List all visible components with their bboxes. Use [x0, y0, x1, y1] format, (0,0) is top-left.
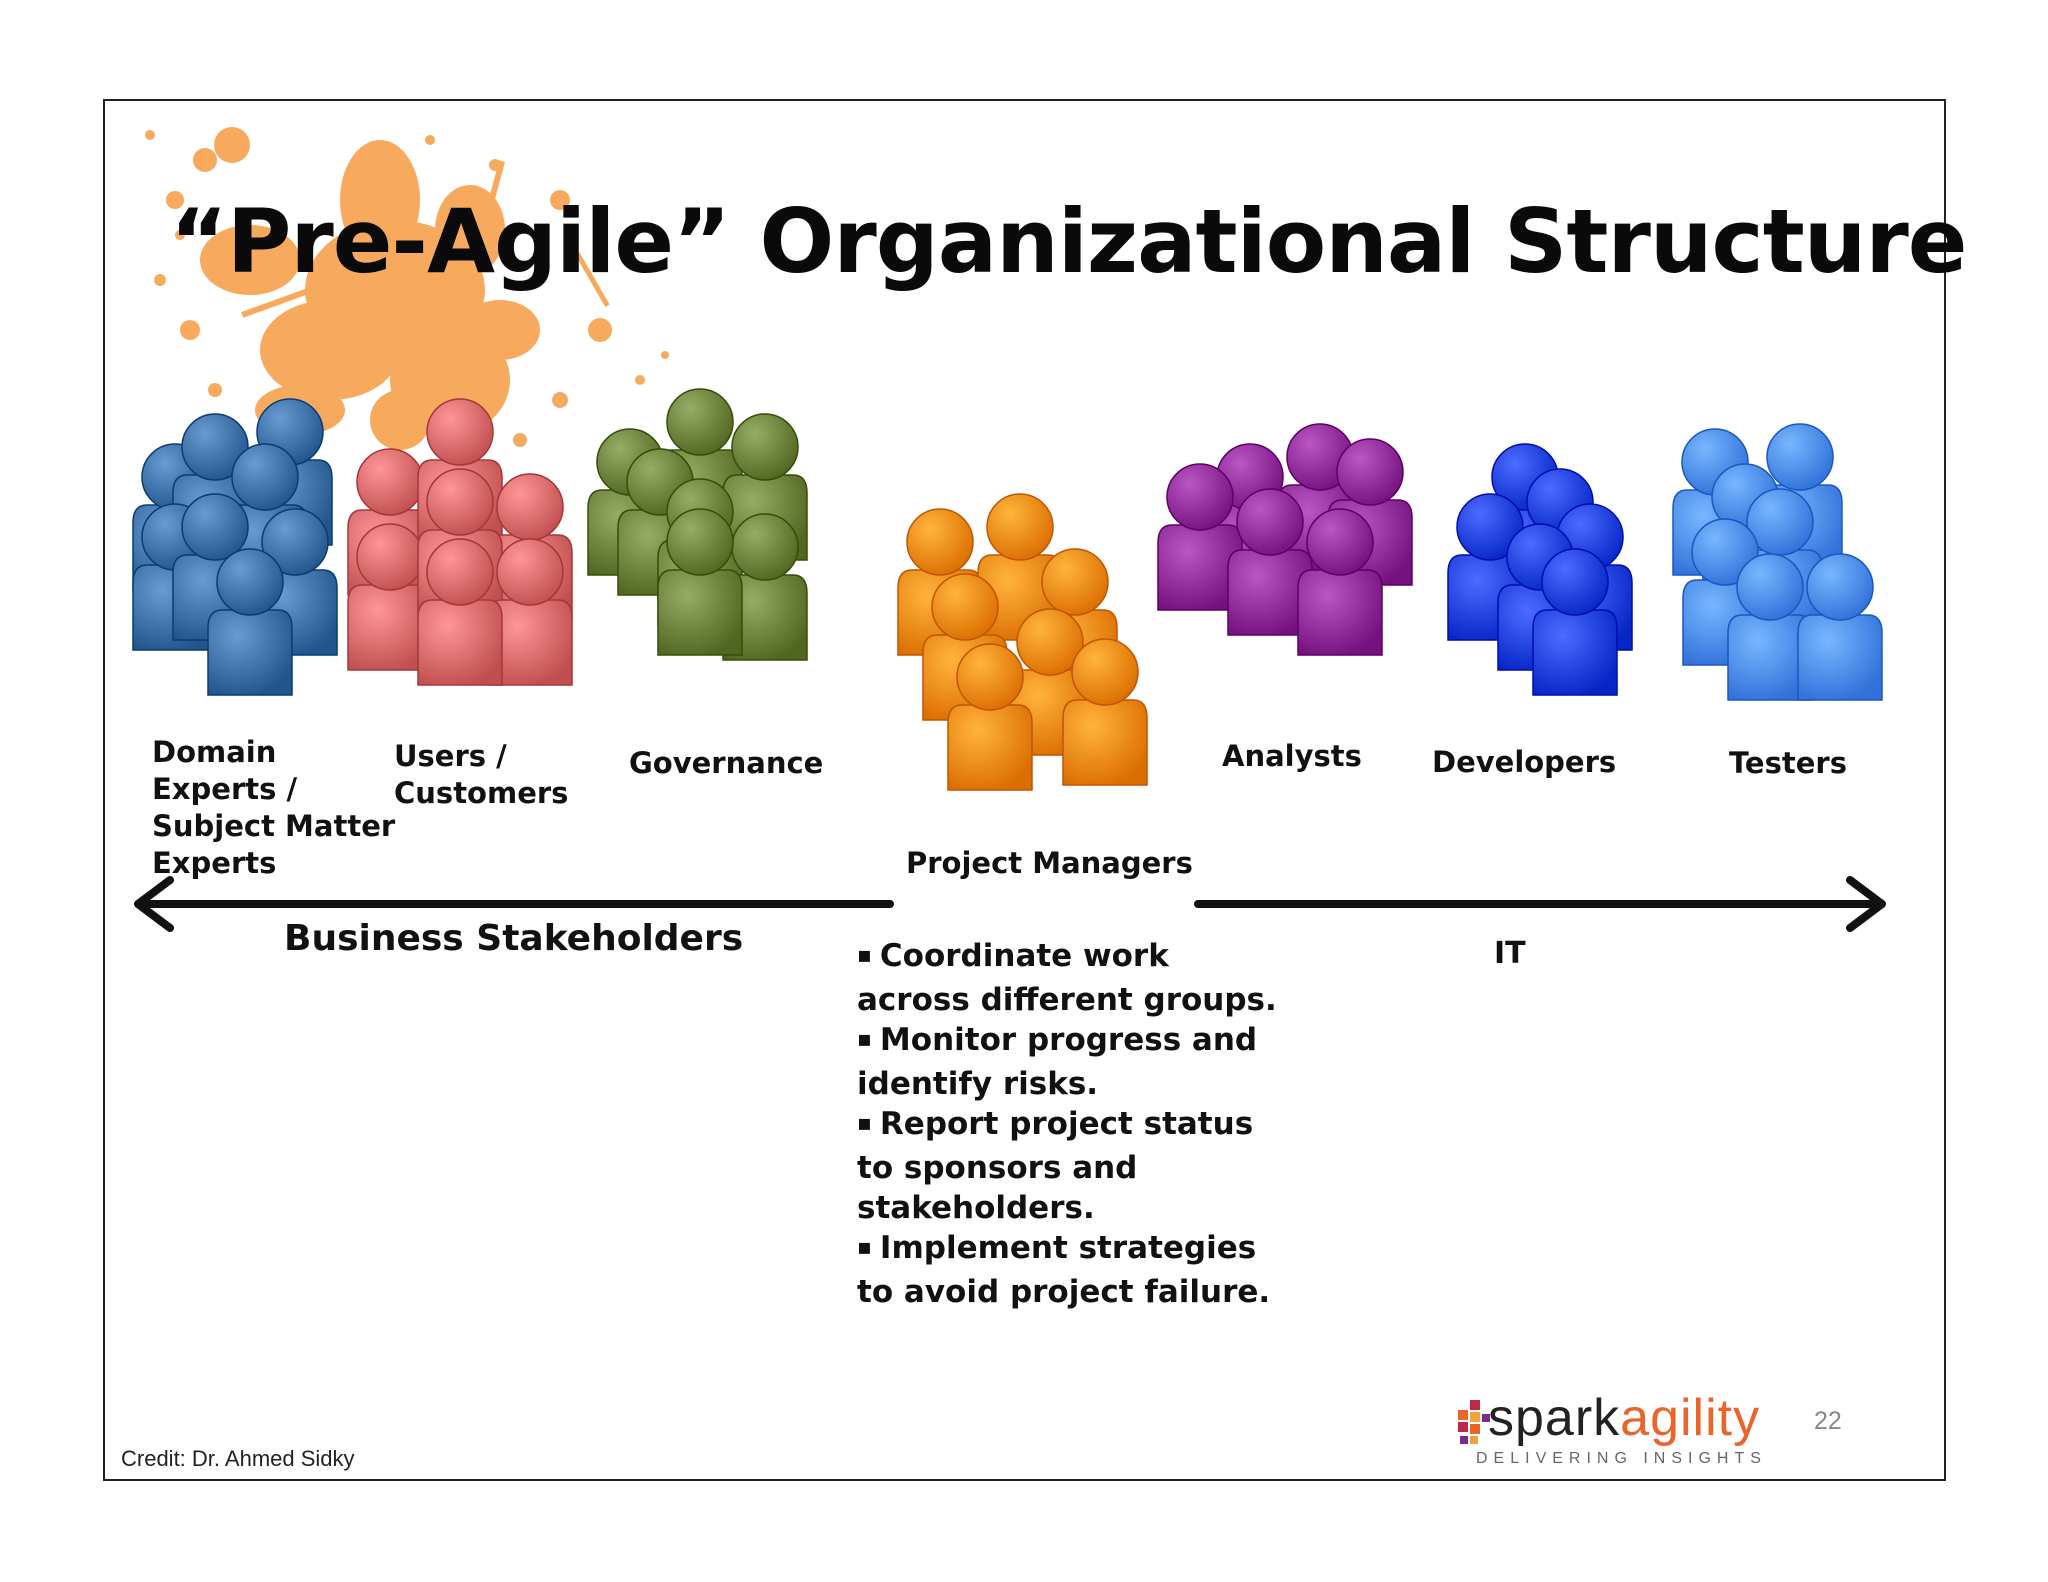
logo-spark: spark [1488, 1389, 1621, 1447]
people-cluster-testers [1672, 423, 1883, 701]
people-cluster-project-managers [897, 493, 1148, 791]
person-figure [487, 538, 573, 686]
person-figure [207, 548, 293, 696]
pm-duty-item: Report project status to sponsors and st… [857, 1104, 1277, 1228]
people-cluster-developers [1447, 443, 1633, 696]
pm-duty-item: Implement strategies to avoid project fa… [857, 1228, 1277, 1312]
label-developers: Developers [1432, 745, 1617, 779]
person-figure [947, 643, 1033, 791]
people-cluster-domain-experts [132, 398, 338, 696]
logo-tagline: DELIVERING INSIGHTS [1476, 1450, 1767, 1467]
person-figure [657, 508, 743, 656]
business-stakeholders-label: Business Stakeholders [284, 918, 744, 959]
person-figure [1797, 553, 1883, 701]
label-users-customers: Users / Customers [394, 739, 569, 810]
credit-text: Credit: Dr. Ahmed Sidky [121, 1446, 355, 1471]
person-figure [417, 538, 503, 686]
right-arrow-head [1846, 876, 1886, 932]
people-cluster-governance [587, 388, 808, 661]
label-project-managers: Project Managers [906, 846, 1193, 880]
it-label: IT [1494, 936, 1526, 971]
person-figure [722, 513, 808, 661]
label-testers: Testers [1729, 746, 1847, 780]
pm-duties-list: Coordinate work across different groups.… [857, 936, 1277, 1312]
label-domain-experts: Domain Experts / Subject Matter Experts [152, 735, 396, 880]
person-figure [1157, 463, 1243, 611]
person-figure [1532, 548, 1618, 696]
page-number: 22 [1814, 1407, 1842, 1435]
label-governance: Governance [629, 746, 824, 780]
person-figure [1062, 638, 1148, 786]
people-cluster-users-customers [347, 398, 573, 686]
label-analysts: Analysts [1222, 739, 1362, 773]
page-title: “Pre-Agile” Organizational Structure [170, 190, 1967, 293]
person-figure [1297, 508, 1383, 656]
pm-duty-item: Monitor progress and identify risks. [857, 1020, 1277, 1104]
logo-wordmark: sparkagility [1488, 1392, 1760, 1444]
left-arrow-head [134, 876, 174, 932]
pm-duty-item: Coordinate work across different groups. [857, 936, 1277, 1020]
logo-agility: agility [1620, 1389, 1761, 1447]
person-figure [1727, 553, 1813, 701]
person-figure [1227, 488, 1313, 636]
people-cluster-analysts [1157, 423, 1413, 656]
